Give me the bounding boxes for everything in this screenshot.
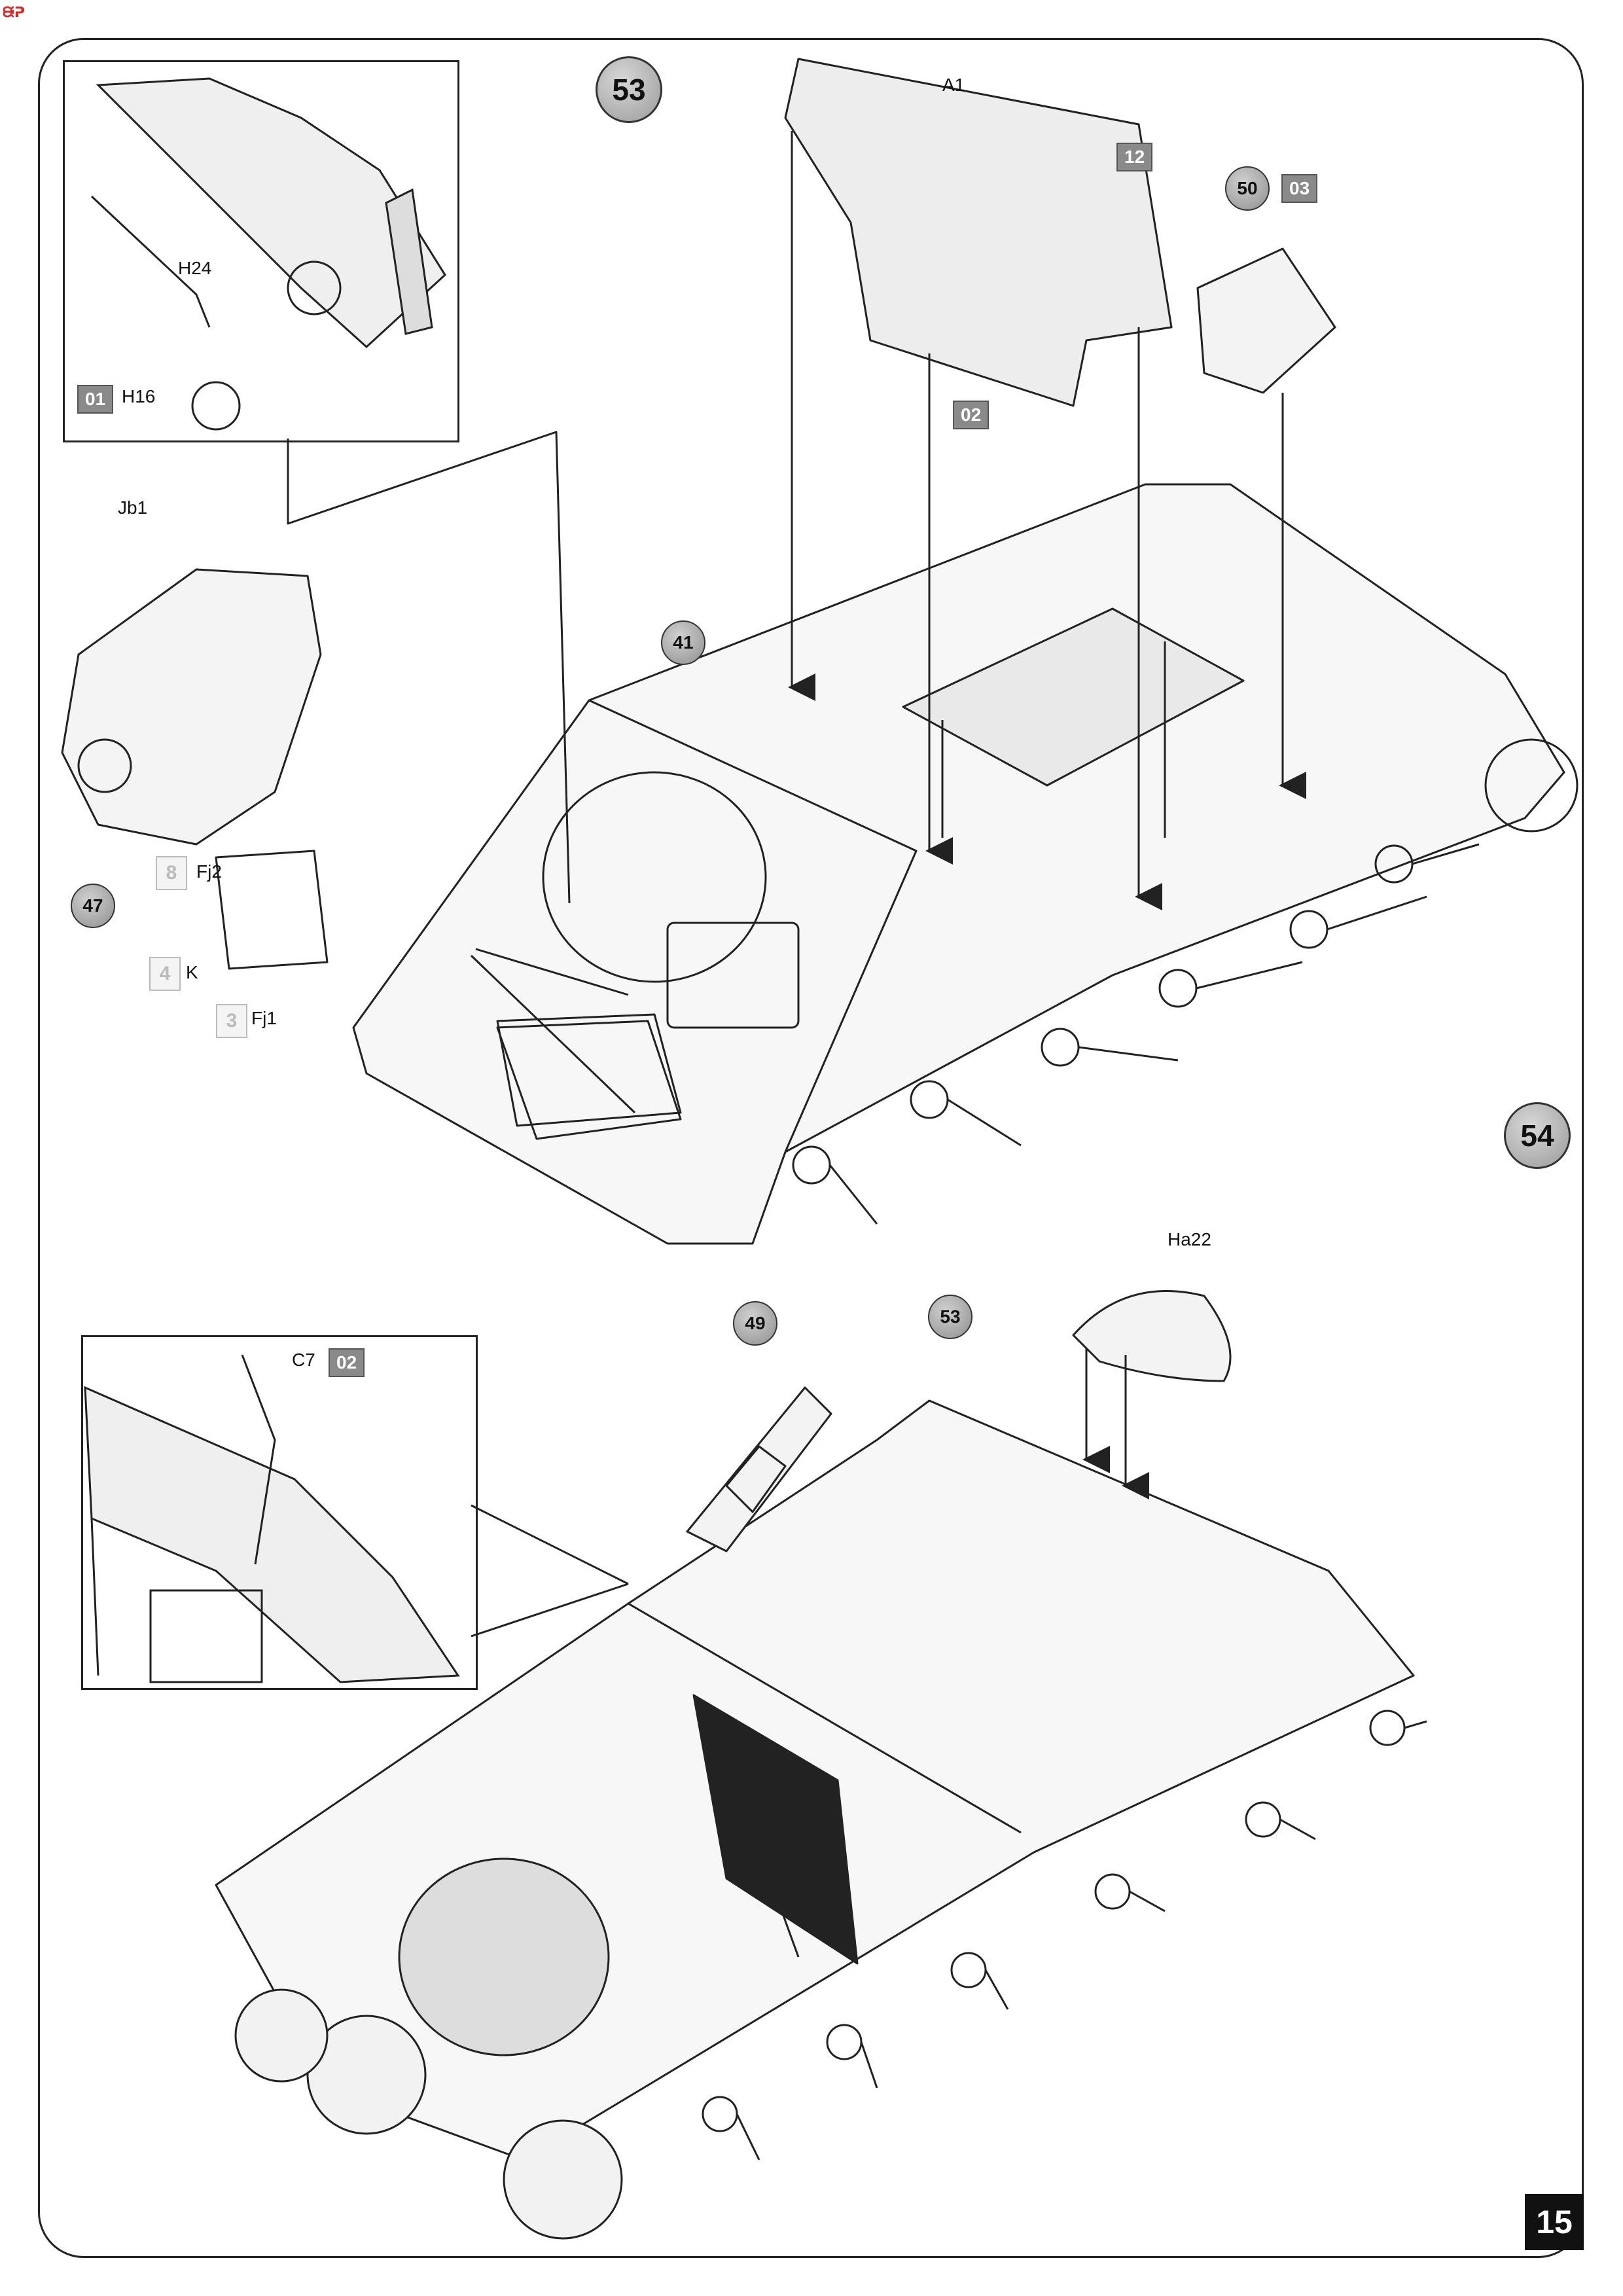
label-h24: H24 xyxy=(178,258,212,278)
part-47-callout: 47 xyxy=(71,884,115,928)
sprue-01-tag: 01 xyxy=(77,385,114,414)
label-fj2: Fj2 xyxy=(196,861,222,882)
part-50-callout: 50 xyxy=(1225,166,1270,211)
part-53-callout: 53 xyxy=(928,1295,972,1339)
label-h16: H16 xyxy=(122,386,156,406)
part-49-callout: 49 xyxy=(733,1301,777,1346)
step54-inset-frame xyxy=(81,1335,478,1690)
page-number: 15 xyxy=(1525,2194,1584,2250)
site-logo: ᙠᕈ xyxy=(3,4,48,30)
sprue-03-tag: 03 xyxy=(1281,174,1318,203)
label-jb1: Jb1 xyxy=(118,497,148,518)
sprue-02-tag: 02 xyxy=(953,401,990,429)
step53-inset-frame xyxy=(63,60,459,442)
label-ha22: Ha22 xyxy=(1168,1229,1211,1249)
pe-part-4-tag: 4 xyxy=(149,957,181,991)
pe-part-3-tag: 3 xyxy=(216,1004,247,1038)
label-fj1: Fj1 xyxy=(251,1008,277,1028)
part-41-callout: 41 xyxy=(661,620,705,665)
label-k: K xyxy=(186,962,198,982)
pe-part-8-tag: 8 xyxy=(156,856,187,890)
page-frame xyxy=(38,38,1584,2258)
site-logo-text: ᙠᕈ xyxy=(3,4,25,20)
sprue-02-tag-step54: 02 xyxy=(329,1348,365,1377)
sprue-12-tag: 12 xyxy=(1116,143,1153,171)
step-53-number: 53 xyxy=(596,56,662,123)
label-c7: C7 xyxy=(292,1350,315,1370)
step-54-number: 54 xyxy=(1504,1102,1571,1169)
label-a1: A1 xyxy=(942,75,965,95)
